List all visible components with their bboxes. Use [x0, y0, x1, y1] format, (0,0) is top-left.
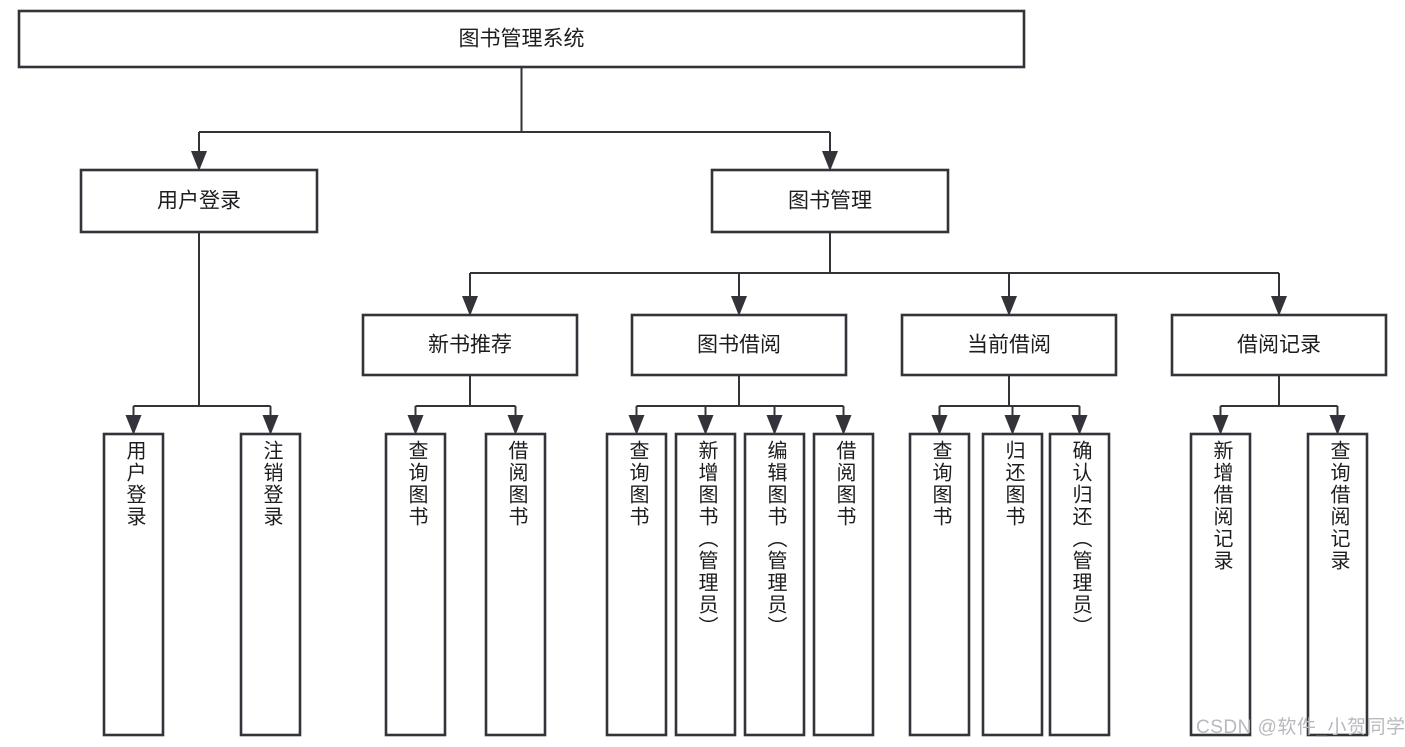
bookmgmt-to-level3-arrow-icon: [1001, 296, 1017, 316]
node-box-leaf-12: [1306, 432, 1369, 737]
newbook-to-leaves-arrow-icon: [407, 415, 424, 435]
node-label-level3-3: 借阅记录: [1237, 334, 1321, 357]
node-label-level3-1: 图书借阅: [697, 334, 781, 357]
node-box-level3-2: [900, 313, 1118, 377]
node-box-leaf-8: [908, 432, 971, 737]
node-box-leaf-0: [102, 432, 165, 737]
node-label-level3-0: 新书推荐: [428, 334, 512, 357]
record-to-leaves-arrow-icon: [1212, 415, 1229, 435]
bookmgmt-to-level3-arrow-icon: [462, 296, 478, 316]
current-to-leaves-arrow-icon: [1071, 415, 1088, 435]
node-label-level2-1: 图书管理: [788, 190, 872, 213]
watermark-text: CSDN @软件_小贺同学: [1196, 717, 1405, 738]
node-box-root: [17, 9, 1026, 69]
login-to-leaves-arrow-icon: [262, 415, 279, 435]
borrow-to-leaves-arrow-icon: [835, 415, 852, 435]
node-label-root: 图书管理系统: [459, 28, 585, 51]
login-to-leaves-arrow-icon: [125, 415, 142, 435]
edges-layer: [125, 67, 1346, 435]
node-box-level3-0: [361, 313, 579, 377]
node-box-level3-3: [1170, 313, 1388, 377]
node-label-level3-2: 当前借阅: [967, 334, 1051, 357]
current-to-leaves-arrow-icon: [931, 415, 948, 435]
node-box-level3-1: [630, 313, 848, 377]
node-box-leaf-6: [743, 432, 806, 737]
root-to-level2-arrow-icon: [191, 151, 207, 171]
node-label-level2-0: 用户登录: [157, 190, 241, 213]
borrow-to-leaves-arrow-icon: [766, 415, 783, 435]
node-box-leaf-4: [605, 432, 668, 737]
record-to-leaves-arrow-icon: [1329, 415, 1346, 435]
bookmgmt-to-level3-arrow-icon: [731, 296, 747, 316]
node-box-leaf-5: [674, 432, 737, 737]
node-box-leaf-7: [812, 432, 875, 737]
node-box-leaf-3: [484, 432, 547, 737]
node-box-leaf-9: [981, 432, 1044, 737]
current-to-leaves-arrow-icon: [1004, 415, 1021, 435]
boxes-layer: [17, 9, 1388, 737]
root-to-level2-arrow-icon: [822, 151, 838, 171]
node-box-leaf-1: [239, 432, 302, 737]
borrow-to-leaves-arrow-icon: [697, 415, 714, 435]
node-box-leaf-2: [384, 432, 447, 737]
node-box-leaf-11: [1189, 432, 1252, 737]
newbook-to-leaves-arrow-icon: [507, 415, 524, 435]
borrow-to-leaves-arrow-icon: [628, 415, 645, 435]
node-box-level2-1: [710, 168, 950, 234]
node-box-level2-0: [79, 168, 319, 234]
bookmgmt-to-level3-arrow-icon: [1271, 296, 1287, 316]
node-box-leaf-10: [1048, 432, 1111, 737]
